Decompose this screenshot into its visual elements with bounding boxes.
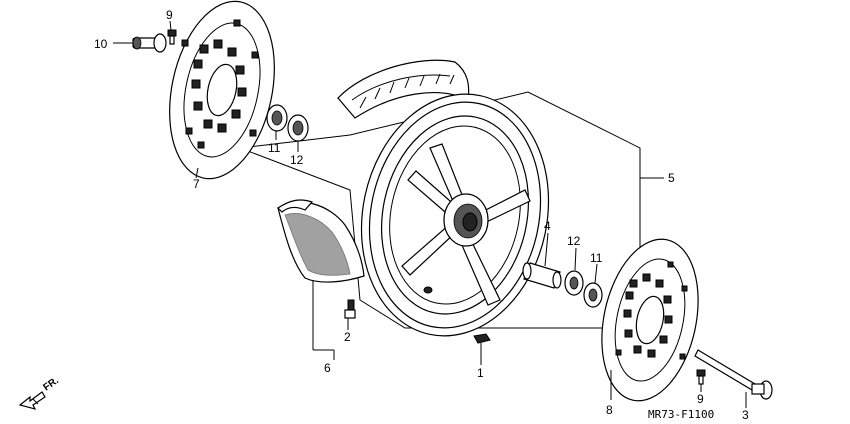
bearing-11-left[interactable] <box>266 104 288 132</box>
callout-6: 6 <box>324 361 331 375</box>
callout-12-left: 12 <box>290 153 304 167</box>
balance-weight-1[interactable] <box>473 333 491 344</box>
callout-1: 1 <box>477 366 484 380</box>
callout-8: 8 <box>606 403 613 417</box>
callout-2: 2 <box>344 330 351 344</box>
tire[interactable] <box>277 59 470 283</box>
callout-9-bottom: 9 <box>697 392 704 406</box>
tire-valve-2[interactable] <box>344 299 356 319</box>
callout-3: 3 <box>742 408 749 422</box>
diagram-code: MR73-F1100 <box>648 408 714 421</box>
front-direction-arrow-icon <box>18 391 46 410</box>
callout-4: 4 <box>544 219 551 233</box>
callout-9-top: 9 <box>166 8 173 22</box>
callout-11-left: 11 <box>268 141 281 155</box>
front-direction-label: FR. <box>41 375 61 393</box>
axle-sleeve-bolt-10[interactable] <box>132 33 167 53</box>
callout-5: 5 <box>668 171 675 185</box>
front-axle-3[interactable] <box>694 349 773 400</box>
callout-7: 7 <box>193 177 200 191</box>
leader-lines <box>113 20 747 408</box>
callout-10: 10 <box>94 37 108 51</box>
bolt-9-bottom[interactable] <box>696 369 706 385</box>
brake-disc-left[interactable] <box>154 0 289 188</box>
wheel-rim[interactable] <box>340 77 571 354</box>
brake-disc-right[interactable] <box>588 230 712 410</box>
callout-12-right: 12 <box>567 234 581 248</box>
bolt-9-top[interactable] <box>167 29 177 45</box>
bearing-11-right[interactable] <box>583 282 603 308</box>
bearing-12-right[interactable] <box>564 270 584 296</box>
callout-11-right: 11 <box>590 251 603 265</box>
bearing-12-left[interactable] <box>287 114 309 142</box>
spacer-4[interactable] <box>522 262 562 289</box>
